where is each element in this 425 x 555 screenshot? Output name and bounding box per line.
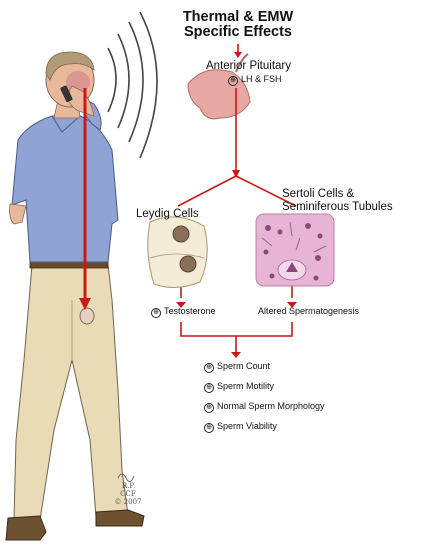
outcome-item: ⊕Sperm Count — [204, 361, 325, 373]
outcome-item: ⊕Sperm Viability — [204, 421, 325, 433]
sertoli-line-2: Seminiferous Tubules — [282, 201, 393, 213]
arrowhead-4 — [287, 302, 297, 308]
decrease-icon: ⊕ — [204, 363, 214, 373]
leydig-label: Leydig Cells — [136, 208, 199, 220]
tissue-bg — [255, 213, 335, 287]
title-line-2: Specific Effects — [184, 24, 292, 40]
seminiferous-tissue — [255, 213, 335, 287]
arrow-merge — [180, 322, 293, 354]
decrease-icon: ⊕ — [204, 383, 214, 393]
arrowhead-3 — [176, 302, 186, 308]
decrease-icon: ⊕ — [204, 423, 214, 433]
signature-mark — [117, 473, 135, 482]
pituitary-stalk — [235, 53, 249, 73]
arrowheads — [176, 52, 297, 358]
left-shoe — [5, 515, 47, 541]
leydig-nucleus-1 — [172, 225, 190, 243]
signature-initials: R.P — [121, 482, 135, 490]
testosterone-text: Testosterone — [164, 306, 216, 316]
artist-signature: R.P CCF © 2007 — [114, 482, 142, 506]
leydig-cells-illustration — [147, 216, 208, 288]
left-hand — [9, 203, 27, 225]
shirt — [11, 115, 119, 263]
leydig-nucleus-2 — [179, 255, 197, 273]
pituitary-label: Anterior Pituitary — [206, 60, 292, 72]
hair — [45, 51, 95, 81]
signature-year: © 2007 — [114, 498, 142, 506]
decrease-icon: ⊕ — [151, 308, 161, 318]
outcome-item: ⊕Normal Sperm Morphology — [204, 401, 325, 413]
spermatogenesis-effect: Altered Spermatogenesis — [258, 306, 360, 316]
em-wave-3 — [128, 21, 144, 143]
pituitary-effect: ⊕LH & FSH — [228, 74, 282, 86]
decrease-icon: ⊕ — [228, 76, 238, 86]
diagram-title: Thermal & EMW Specific Effects — [172, 10, 304, 40]
pituitary-effect-text: LH & FSH — [241, 74, 282, 84]
sertoli-line-1: Sertoli Cells & — [282, 188, 355, 200]
forearm — [65, 85, 95, 117]
man-figure — [5, 51, 145, 541]
signature-org: CCF — [120, 490, 136, 498]
arrow-split-branches — [177, 175, 297, 207]
pants — [13, 264, 129, 521]
em-wave-4 — [139, 11, 158, 159]
testosterone-effect: ⊕Testosterone — [151, 306, 216, 318]
testes-highlight — [79, 307, 95, 325]
em-wave-1 — [107, 47, 117, 113]
em-waves — [107, 11, 158, 159]
body-arrowhead — [79, 298, 91, 310]
sertoli-label: Sertoli Cells & Seminiferous Tubules — [282, 188, 393, 214]
arrowhead-2 — [232, 170, 240, 178]
em-wave-2 — [117, 33, 130, 129]
right-shoe — [95, 509, 145, 527]
decrease-icon: ⊕ — [204, 403, 214, 413]
phone — [60, 85, 73, 103]
title-line-1: Thermal & EMW — [182, 9, 294, 25]
arrowhead-5 — [231, 352, 241, 358]
outcome-item: ⊕Sperm Motility — [204, 381, 325, 393]
outcome-list: ⊕Sperm Count ⊕Sperm Motility ⊕Normal Spe… — [204, 361, 325, 433]
arrowhead-1 — [234, 52, 242, 58]
collar — [51, 115, 81, 133]
